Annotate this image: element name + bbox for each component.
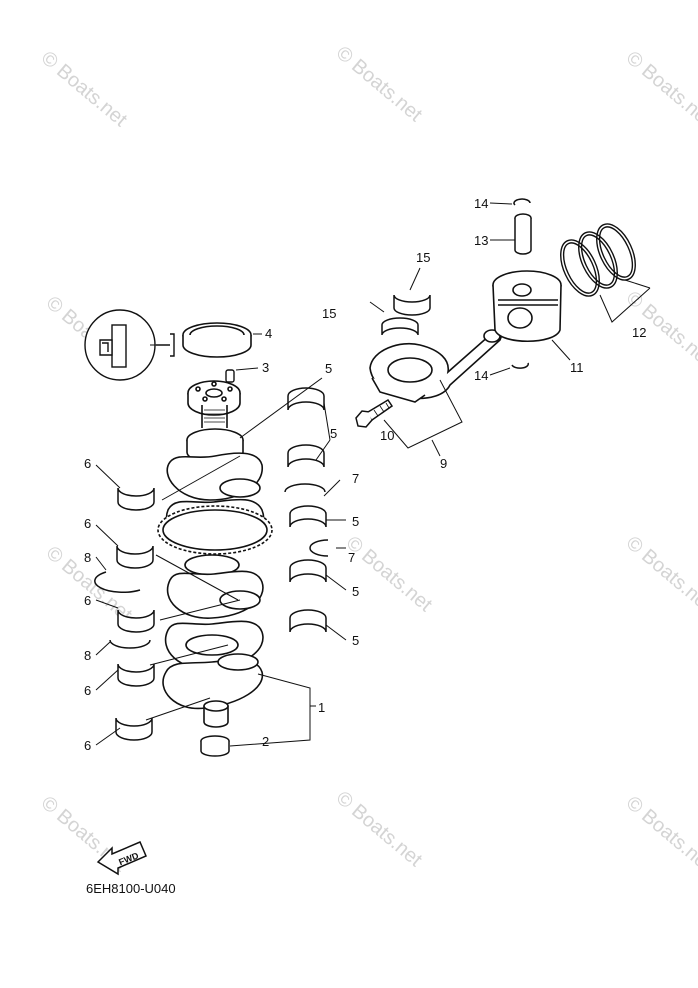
callout-12: 12: [632, 325, 646, 340]
callout-5: 5: [352, 633, 359, 648]
callout-7: 7: [352, 471, 359, 486]
watermark: © Boats.net: [37, 47, 132, 131]
connecting-rod: [369, 328, 503, 403]
fwd-arrow-icon: [96, 841, 147, 876]
callout-1: 1: [318, 700, 325, 715]
callout-8: 8: [84, 550, 91, 565]
callout-10: 10: [380, 428, 394, 443]
callout-6: 6: [84, 456, 91, 471]
piston: [492, 270, 562, 343]
crankshaft: [157, 380, 273, 728]
callout-3: 3: [262, 360, 269, 375]
callout-15: 15: [322, 306, 336, 321]
watermarks: © Boats.net © Boats.net © Boats.net © Bo…: [37, 42, 698, 876]
callout-6: 6: [84, 593, 91, 608]
piston-rings: [560, 223, 636, 297]
piston-pin: [514, 213, 532, 255]
watermark: © Boats.net: [622, 792, 698, 876]
callout-8: 8: [84, 648, 91, 663]
fwd-arrow: FWD: [96, 841, 147, 876]
callout-9: 9: [440, 456, 447, 471]
oil-seal: [182, 322, 252, 358]
main-bearing-shells: [94, 387, 329, 741]
watermark: © Boats.net: [342, 532, 437, 616]
bottom-bushing: [200, 735, 230, 757]
watermark: © Boats.net: [622, 47, 698, 131]
callout-4: 4: [265, 326, 272, 341]
dowel-pin: [225, 369, 235, 383]
part-code: 6EH8100-U040: [86, 881, 176, 896]
watermark: © Boats.net: [622, 532, 698, 616]
conrod-bolt: [355, 398, 394, 428]
callout-6: 6: [84, 516, 91, 531]
callout-13: 13: [474, 233, 488, 248]
callout-14: 14: [474, 196, 488, 211]
circlips: [511, 198, 531, 369]
callout-5: 5: [325, 361, 332, 376]
callout-labels: 1 2 3 4 5 5 5 5 5 6 6 6 6 6 7 7 8 8 9 10…: [84, 196, 646, 753]
conrod-bearing-shells: [381, 294, 431, 336]
callout-6: 6: [84, 738, 91, 753]
callout-6: 6: [84, 683, 91, 698]
callout-5: 5: [352, 514, 359, 529]
callout-5: 5: [352, 584, 359, 599]
leader-lines: [95, 202, 651, 747]
callout-15: 15: [416, 250, 430, 265]
callout-14: 14: [474, 368, 488, 383]
watermark: © Boats.net: [332, 42, 427, 126]
callout-7: 7: [348, 550, 355, 565]
watermark: © Boats.net: [332, 787, 427, 871]
seal-detail-inset: [84, 309, 175, 381]
callout-2: 2: [262, 734, 269, 749]
callout-5: 5: [330, 426, 337, 441]
callout-11: 11: [570, 360, 584, 375]
